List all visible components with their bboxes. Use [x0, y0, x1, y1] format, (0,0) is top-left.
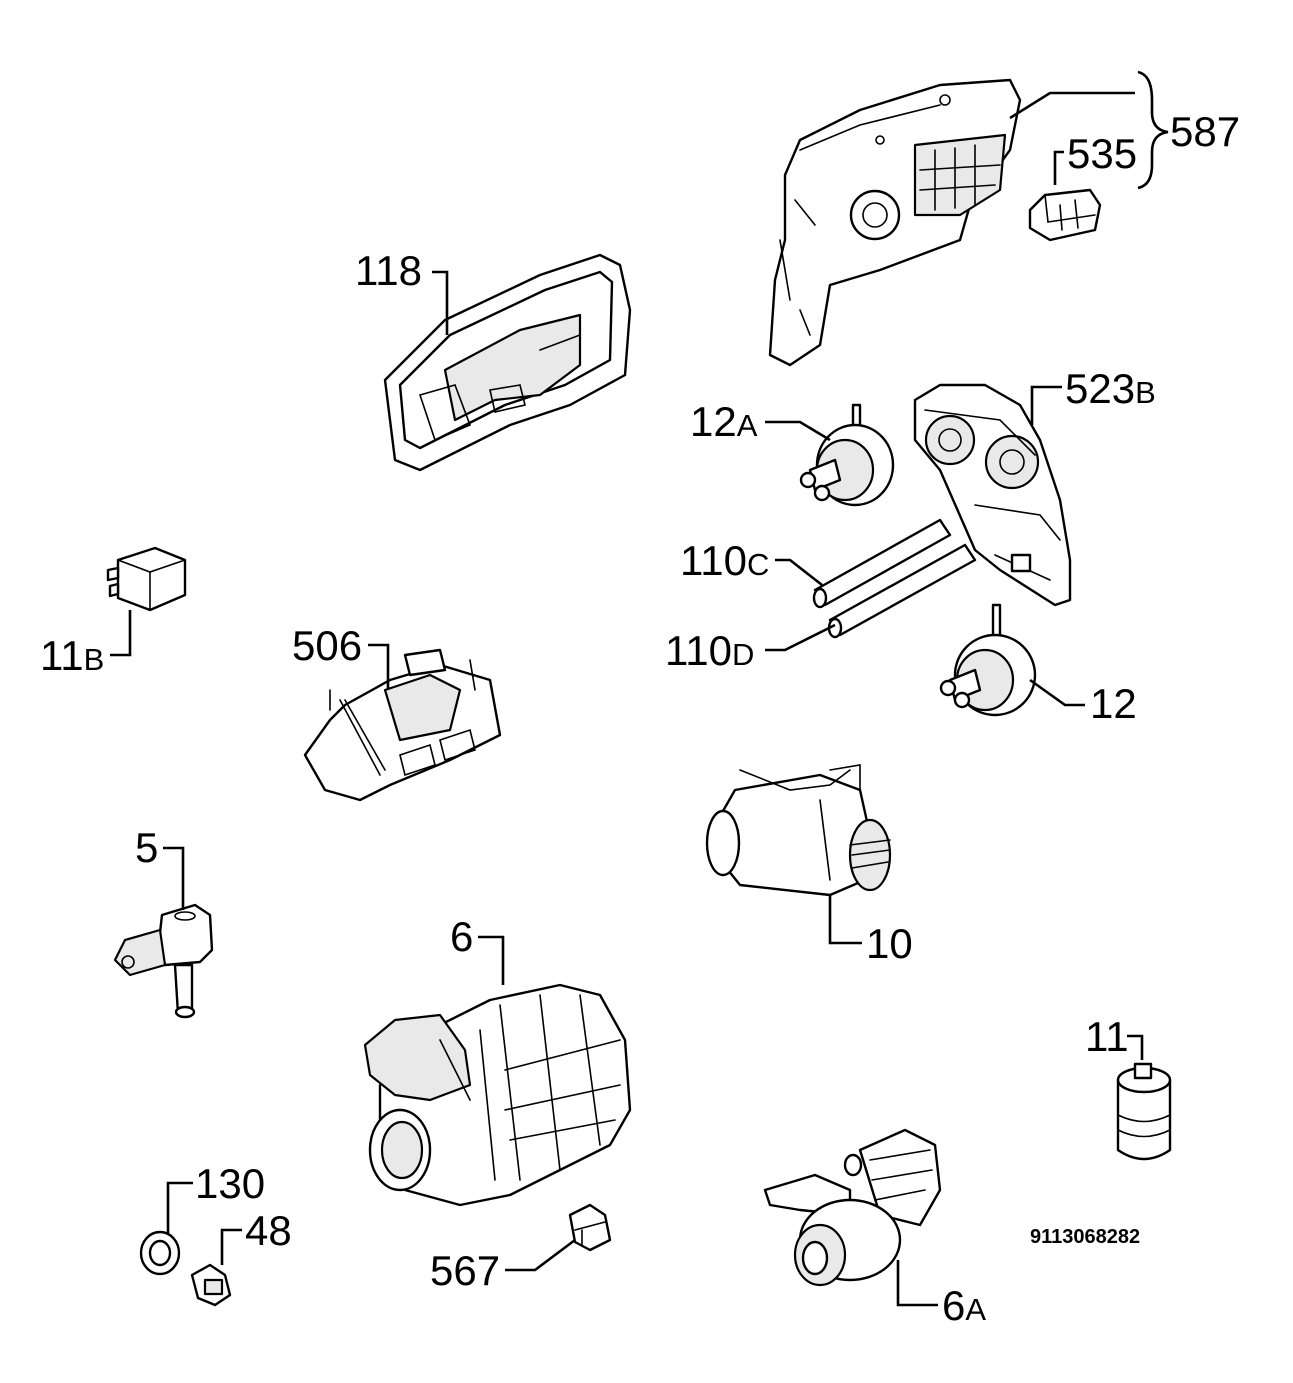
leader-6 [478, 935, 505, 985]
part-110c-hose[interactable] [812, 518, 952, 609]
label-567: 567 [430, 1247, 500, 1294]
part-523b-housing[interactable] [913, 383, 1072, 607]
label-48: 48 [245, 1207, 292, 1254]
leader-587 [1009, 91, 1135, 120]
leader-523b [1030, 385, 1062, 425]
label-110c: 110C [680, 537, 769, 584]
leader-11 [1127, 1034, 1144, 1060]
label-11b: 11B [40, 632, 104, 679]
leader-12a [765, 420, 831, 442]
part-48-plug[interactable] [190, 1263, 232, 1307]
leader-535 [1053, 150, 1064, 185]
leader-11b [110, 610, 132, 657]
label-535: 535 [1067, 130, 1137, 177]
part-506-rinse-aid-dispenser[interactable] [303, 648, 502, 802]
label-6a: 6A [942, 1282, 986, 1329]
label-118: 118 [355, 247, 422, 294]
part-11-capacitor[interactable] [1116, 1062, 1172, 1161]
label-130: 130 [195, 1160, 265, 1207]
leader-48 [220, 1228, 242, 1265]
leader-506 [368, 643, 390, 690]
leader-567 [505, 1238, 576, 1272]
leader-5 [163, 846, 185, 910]
part-567-clip[interactable] [568, 1203, 612, 1252]
part-10-heating-element[interactable] [705, 764, 892, 897]
leader-118 [432, 270, 449, 335]
label-110d: 110D [665, 627, 754, 674]
label-587: 587 [1170, 108, 1240, 155]
label-10: 10 [866, 920, 913, 967]
leader-130 [166, 1181, 193, 1233]
label-523b: 523B [1065, 365, 1156, 412]
leader-110d [765, 623, 836, 652]
label-12: 12 [1090, 680, 1137, 727]
label-12a: 12A [690, 398, 758, 445]
bracket-587 [1137, 70, 1169, 190]
part-130-seal-ring[interactable] [139, 1230, 181, 1276]
part-12a-pressure-switch[interactable] [799, 403, 895, 507]
leader-110c [775, 558, 823, 587]
leader-6a [896, 1260, 938, 1307]
diagram-code: 9113068282 [1030, 1226, 1140, 1248]
part-11b-relay[interactable] [106, 546, 187, 612]
part-110d-hose[interactable] [827, 543, 977, 639]
label-6: 6 [450, 913, 473, 960]
part-535-connector[interactable] [1028, 188, 1102, 242]
part-118-detergent-dispenser[interactable] [383, 253, 632, 472]
part-5-inlet-valve[interactable] [113, 903, 214, 1019]
part-6a-drain-pump[interactable] [763, 1128, 942, 1287]
label-5: 5 [135, 824, 158, 871]
label-11: 11 [1085, 1013, 1129, 1060]
part-587-control-module[interactable] [768, 78, 1022, 367]
part-6-circulation-pump[interactable] [363, 983, 632, 1207]
label-506: 506 [292, 622, 362, 669]
leader-10 [828, 895, 862, 945]
part-12-pressure-switch[interactable] [939, 603, 1037, 717]
leader-12 [1029, 678, 1085, 707]
